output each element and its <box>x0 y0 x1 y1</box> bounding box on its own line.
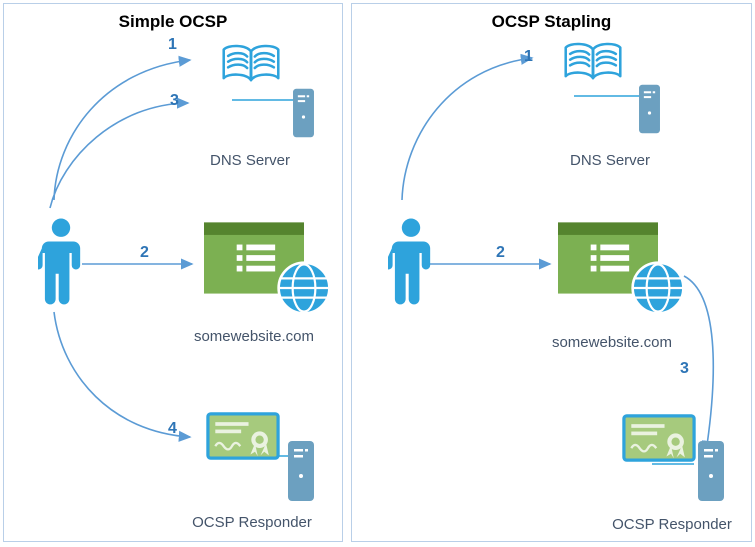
panel-ocsp-stapling: OCSP Stapling 1 2 3 <box>351 3 752 542</box>
panel-simple-ocsp: Simple OCSP 1 3 2 4 <box>3 3 343 542</box>
certificate-icon <box>622 414 696 462</box>
globe-icon <box>277 261 331 315</box>
panel-title-simple-ocsp: Simple OCSP <box>118 12 228 31</box>
dns-book-icon <box>564 42 622 80</box>
dns-book-icon <box>222 44 280 82</box>
ocsp-responder-label: OCSP Responder <box>612 516 732 533</box>
step-3: 3 <box>680 360 689 377</box>
panel-title-ocsp-stapling: OCSP Stapling <box>491 12 612 31</box>
dns-server-label: DNS Server <box>209 152 291 169</box>
ocsp-server-icon <box>698 441 724 501</box>
step-2: 2 <box>496 244 505 261</box>
globe-icon <box>631 261 685 315</box>
website-label: somewebsite.com <box>551 334 673 351</box>
step-1: 1 <box>524 48 533 65</box>
arrow-1-client-to-dns <box>401 53 534 201</box>
step-4: 4 <box>168 420 177 437</box>
website-window-icon <box>204 222 304 294</box>
ocsp-responder-label: OCSP Responder <box>192 514 312 531</box>
dns-server-label: DNS Server <box>569 152 651 169</box>
ocsp-server-icon <box>288 441 314 501</box>
step-2: 2 <box>140 244 149 261</box>
step-1: 1 <box>168 36 177 53</box>
dns-server-icon <box>293 88 314 138</box>
website-label: somewebsite.com <box>193 328 315 345</box>
certificate-icon <box>206 412 280 460</box>
dns-server-icon <box>639 84 660 134</box>
certificate-seal <box>666 433 685 459</box>
client-person-icon <box>38 218 81 305</box>
arrow-1-client-to-dns <box>53 55 192 201</box>
client-person-icon <box>388 218 431 305</box>
certificate-seal <box>250 431 269 457</box>
step-3: 3 <box>170 92 179 109</box>
